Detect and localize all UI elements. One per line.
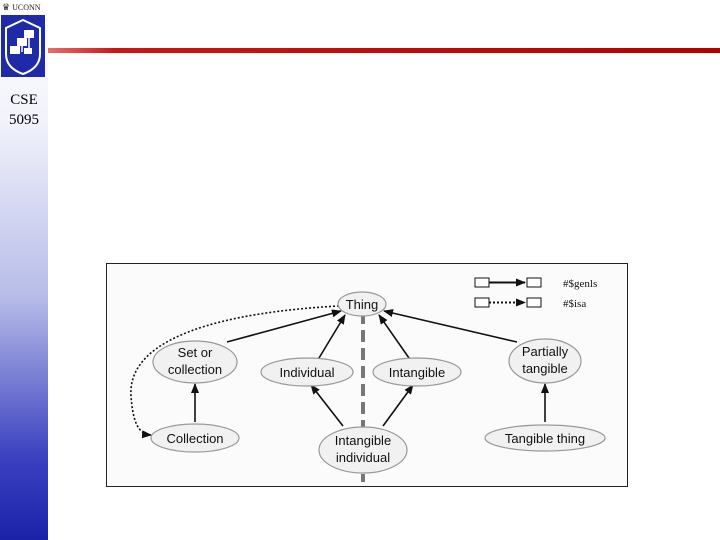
legend-isa-box-right (526, 297, 542, 308)
label-individual: Individual (280, 365, 335, 380)
label-collection: Collection (166, 431, 223, 446)
logo-icon (1, 15, 45, 77)
edge-individual-to-thing (318, 314, 346, 359)
node-intangible (372, 357, 462, 387)
node-collection (150, 423, 240, 453)
node-individual (260, 357, 354, 387)
course-code: CSE 5095 (0, 90, 48, 130)
legend-isa-box-left (474, 297, 490, 308)
label-partially-line1: Partially (522, 344, 569, 359)
ontology-diagram: #$genls #$isa (106, 263, 628, 487)
label-thing: Thing (346, 297, 379, 312)
label-partially-line2: tangible (522, 361, 568, 376)
course-line-2: 5095 (9, 112, 39, 128)
legend-genls-box-left (474, 277, 490, 288)
label-intangible: Intangible (389, 365, 445, 380)
seal-icon: ♛ (2, 1, 11, 12)
legend-genls-label: #$genls (563, 278, 597, 290)
node-set-or-collection (152, 340, 238, 384)
edge-intangible-to-thing (378, 314, 410, 359)
diagram-canvas: #$genls #$isa (130, 277, 606, 482)
edge-intind-to-intangible (382, 384, 414, 427)
sidebar: ♛ UCONN CSE 5095 (0, 0, 48, 540)
node-tangible-thing (484, 424, 606, 452)
label-tangible-thing: Tangible thing (505, 431, 585, 446)
legend-genls-box-right (526, 277, 542, 288)
label-set-line2: collection (168, 362, 222, 377)
node-intangible-individual (318, 426, 408, 474)
node-partially-tangible (508, 338, 582, 384)
legend-isa-label: #$isa (563, 298, 586, 310)
course-line-1: CSE (10, 92, 38, 108)
label-intind-line2: individual (336, 450, 390, 465)
label-set-line1: Set or (178, 345, 213, 360)
brand: ♛ UCONN (0, 0, 50, 14)
brand-name: UCONN (12, 2, 41, 12)
edge-collection-isa-thing (130, 305, 340, 439)
node-thing (337, 291, 387, 317)
edge-partially-to-thing (383, 309, 518, 343)
edge-intind-to-individual (310, 384, 344, 427)
label-intind-line1: Intangible (335, 433, 391, 448)
edge-set-to-thing (226, 309, 342, 343)
title-rule (48, 48, 720, 53)
legend: #$genls #$isa (474, 277, 597, 310)
